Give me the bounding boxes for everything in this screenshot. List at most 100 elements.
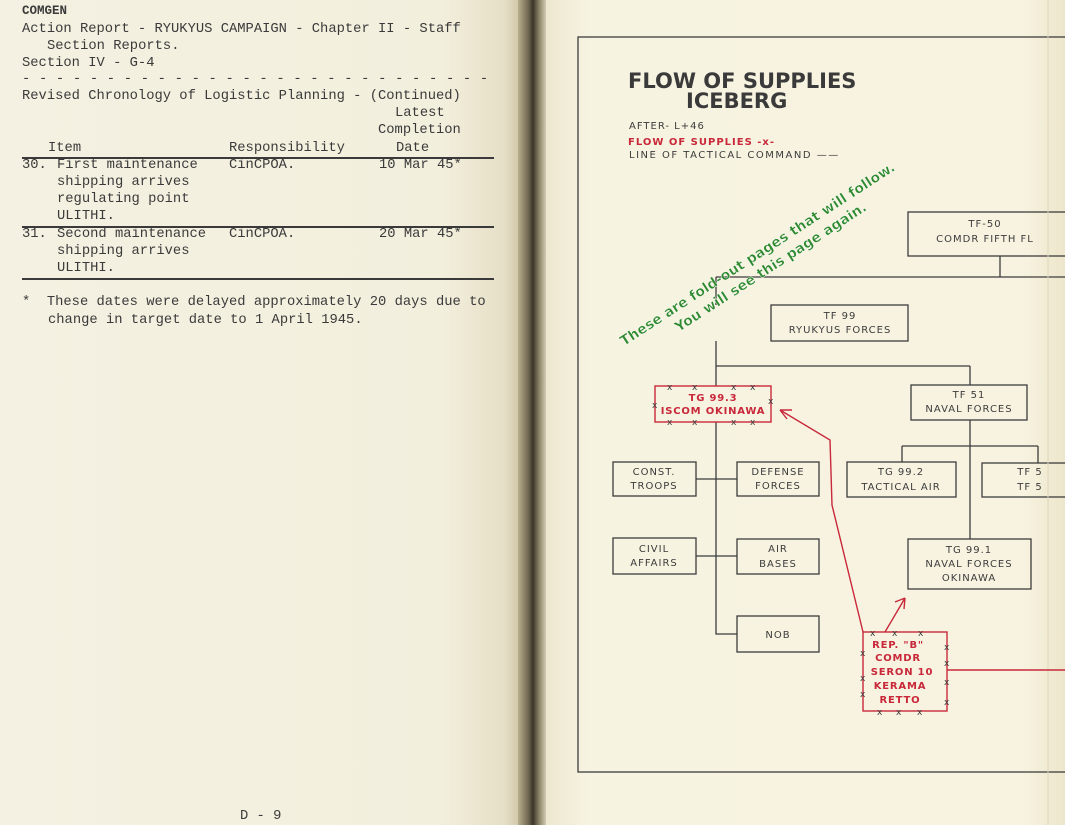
tf51-label: TF 51 <box>952 390 986 401</box>
box-tg991 <box>907 538 1032 590</box>
box-rep-b <box>862 631 948 712</box>
row-responsibility: CinCPOA. <box>229 227 296 242</box>
after-label: AFTER- L+46 <box>629 121 705 132</box>
svg-text:x: x <box>667 418 673 428</box>
row-item-line: Second maintenance <box>57 227 207 242</box>
defense-sublabel: FORCES <box>755 481 801 492</box>
svg-text:x: x <box>877 708 883 718</box>
svg-text:x: x <box>652 401 658 411</box>
box-tf50 <box>907 211 1065 257</box>
tf50-sublabel: COMDR FIFTH FL <box>936 234 1034 245</box>
right-page <box>546 0 1065 825</box>
tf5x-sublabel: TF 5 <box>1016 482 1042 493</box>
report-title: Action Report - RYUKYUS CAMPAIGN - Chapt… <box>22 22 461 37</box>
row-responsibility: CinCPOA. <box>229 158 296 173</box>
row-item-line: shipping arrives <box>57 175 190 190</box>
svg-text:x: x <box>667 383 673 393</box>
row-item-line: First maintenance <box>57 158 198 173</box>
svg-text:x: x <box>860 690 866 700</box>
row-item-line: ULITHI. <box>57 261 115 276</box>
section-label: Section IV - G-4 <box>22 56 155 71</box>
tg993-label: TG 99.3 <box>689 393 738 404</box>
const-sublabel: TROOPS <box>629 481 677 492</box>
tg992-label: TG 99.2 <box>877 467 924 478</box>
col-header-item: Item <box>48 141 82 156</box>
row-item-line: shipping arrives <box>57 244 190 259</box>
const-label: CONST. <box>633 467 676 478</box>
table-title: Revised Chronology of Logistic Planning … <box>22 89 461 104</box>
col-header-responsibility: Responsibility <box>229 141 345 156</box>
svg-text:x: x <box>918 629 924 639</box>
svg-text:x: x <box>692 383 698 393</box>
defense-label: DEFENSE <box>751 467 804 478</box>
table-bottom-rule <box>22 278 494 280</box>
supply-flow-arrow <box>779 409 864 633</box>
svg-text:x: x <box>917 708 923 718</box>
tg992-sublabel: TACTICAL AIR <box>860 482 940 493</box>
header-org: COMGEN <box>22 4 68 18</box>
tf51-sublabel: NAVAL FORCES <box>925 404 1012 415</box>
box-tf51 <box>910 384 1028 421</box>
footnote-line1: * These dates were delayed approximately… <box>22 295 486 310</box>
row-item-line: ULITHI. <box>57 209 115 224</box>
air-label: AIR <box>768 544 788 555</box>
book-spine <box>518 0 548 825</box>
svg-text:x: x <box>692 418 698 428</box>
box-const-troops <box>612 461 697 497</box>
row-number: 30. <box>22 158 47 173</box>
page-number: D - 9 <box>240 809 282 824</box>
svg-text:x: x <box>731 418 737 428</box>
box-tg992 <box>846 461 957 498</box>
tg993-sublabel: ISCOM OKINAWA <box>661 406 766 417</box>
nob-label: NOB <box>765 630 790 641</box>
report-subtitle: Section Reports. <box>47 39 180 54</box>
tf5x-label: TF 5 <box>1016 467 1042 478</box>
civil-label: CIVIL <box>639 544 669 555</box>
header-rule <box>22 157 494 159</box>
box-tf99 <box>770 304 909 342</box>
svg-text:x: x <box>892 629 898 639</box>
svg-text:x: x <box>944 678 950 688</box>
svg-text:x: x <box>860 674 866 684</box>
row-number: 31. <box>22 227 47 242</box>
tf99-sublabel: RYUKYUS FORCES <box>789 325 892 336</box>
repb-label: REP. "B" <box>872 640 924 651</box>
row-rule <box>22 226 494 228</box>
box-air-bases <box>736 538 820 575</box>
row-date: 10 Mar 45* <box>379 158 462 173</box>
col-header-completion: Completion <box>378 123 461 138</box>
air-sublabel: BASES <box>759 559 797 570</box>
box-nob <box>736 615 820 653</box>
tg991-sublabel: NAVAL FORCES <box>925 559 1012 570</box>
svg-text:x: x <box>750 383 756 393</box>
tf99-label: TF 99 <box>823 311 857 322</box>
chart-title-line1: FLOW OF SUPPLIES <box>628 69 856 93</box>
legend-flow-of-supplies: FLOW OF SUPPLIES -x- <box>628 137 775 148</box>
svg-text:x: x <box>860 649 866 659</box>
legend-line-of-command: LINE OF TACTICAL COMMAND —— <box>629 150 840 161</box>
chart-title-line2: ICEBERG <box>686 89 787 113</box>
svg-text:x: x <box>731 383 737 393</box>
svg-text:x: x <box>750 418 756 428</box>
civil-sublabel: AFFAIRS <box>630 558 678 569</box>
repb-line3: SERON 10 <box>871 667 933 678</box>
footnote-line2: change in target date to 1 April 1945. <box>48 313 363 328</box>
dashed-separator: - - - - - - - - - - - - - - - - - - - - … <box>22 72 489 87</box>
row-date: 20 Mar 45* <box>379 227 462 242</box>
box-tf5x <box>981 462 1065 498</box>
svg-text:x: x <box>896 708 902 718</box>
box-civil-affairs <box>612 537 697 575</box>
svg-text:x: x <box>768 397 774 407</box>
supply-flow-arrow-small <box>884 597 906 633</box>
box-tg993 <box>654 385 772 423</box>
chart-border <box>577 36 1065 773</box>
tf50-label: TF-50 <box>967 219 1001 230</box>
tg991-sublabel2: OKINAWA <box>942 573 996 584</box>
svg-text:x: x <box>944 698 950 708</box>
box-defense-forces <box>736 461 820 497</box>
svg-text:x: x <box>944 659 950 669</box>
tg991-label: TG 99.1 <box>945 545 992 556</box>
command-lines <box>696 256 1065 635</box>
